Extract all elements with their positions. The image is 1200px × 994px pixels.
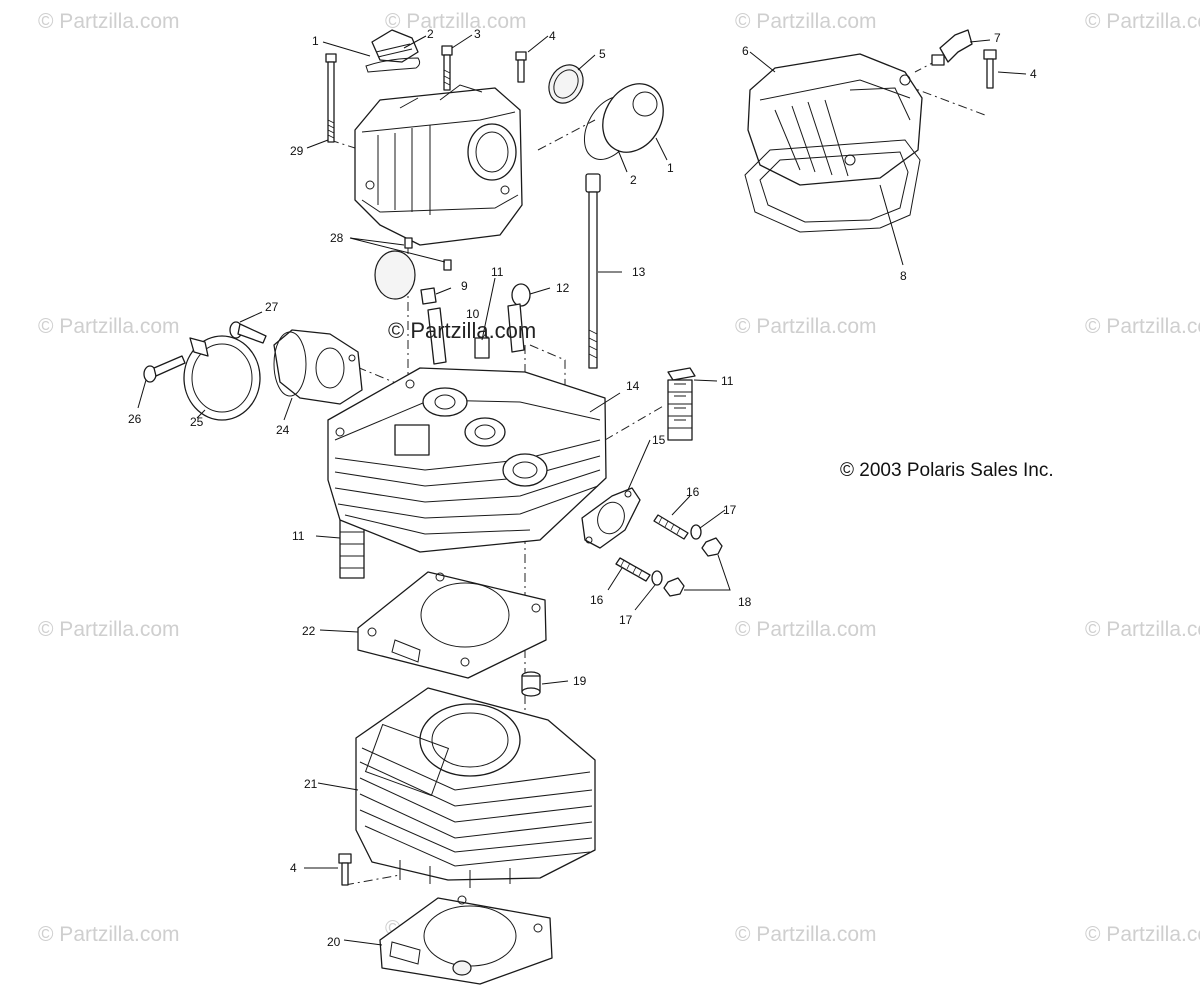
callout-4: 4 [1030,67,1037,81]
seal-9 [420,287,437,305]
exhaust-stud-16-upper [653,514,689,540]
base-gasket-20 [379,895,553,985]
copyright-notice: © 2003 Polaris Sales Inc. [840,460,1054,481]
callout-7: 7 [994,31,1001,45]
callout-15: 15 [652,433,666,447]
clamp-25 [183,335,261,421]
shim-stack-11-right [667,367,696,441]
nut-18-upper [701,537,723,557]
long-bolt-29 [325,53,337,143]
rocker-housing [354,84,523,246]
callout-9: 9 [461,279,468,293]
callout-28: 28 [330,231,344,245]
o-ring-top [365,57,421,73]
callout-27: 27 [265,300,279,314]
callout-20: 20 [327,935,341,949]
watermark-text: © Partzilla.com [735,315,877,338]
valve-cover-6 [747,53,923,186]
callout-13: 13 [632,265,646,279]
watermark-text: © Partzilla.com [38,618,180,641]
watermark-text: © Partzilla.com [1085,618,1200,641]
dowel-pins-28 [404,237,452,271]
callout-22: 22 [302,624,316,638]
cap-5 [548,64,584,104]
callout-14: 14 [626,379,640,393]
screw-26 [143,355,186,383]
head-gasket-22 [357,571,547,679]
leader-lines [137,34,1027,946]
callout-26: 26 [128,412,142,426]
callout-8: 8 [900,269,907,283]
callout-25: 25 [190,415,204,429]
bolt-4-right [983,49,997,89]
watermark-text: © Partzilla.com [38,923,180,946]
bolt-4-bottom [338,853,352,886]
cover-gasket-8 [744,139,921,233]
watermark-text: © Partzilla.com [38,10,180,33]
seal-12 [511,283,531,307]
callout-21: 21 [304,777,318,791]
dowel-19 [521,671,541,697]
valve-guides [427,303,525,365]
callout-5: 5 [599,47,606,61]
watermark-text: © Partzilla.com [735,618,877,641]
callout-16: 16 [590,593,604,607]
watermark-text: © Partzilla.com [385,10,527,33]
callout-3: 3 [474,27,481,41]
nut-18-lower [663,577,685,597]
washer-17-upper [690,524,702,540]
callout-19: 19 [573,674,587,688]
cylinder-21 [355,687,596,888]
callout-10: 10 [466,307,480,321]
intake-boot-24 [273,329,363,405]
callout-17: 17 [619,613,633,627]
cylinder-head-14 [327,367,607,553]
watermark-text: © Partzilla.com [38,315,180,338]
watermark-text: © Partzilla.com [1085,923,1200,946]
watermark-text: © Partzilla.com [735,923,877,946]
bolt-3 [441,45,453,91]
callout-18: 18 [738,595,752,609]
washer-17-lower [651,570,663,586]
callout-24: 24 [276,423,290,437]
callout-1: 1 [667,161,674,175]
callout-17: 17 [723,503,737,517]
callout-2: 2 [630,173,637,187]
callout-16: 16 [686,485,700,499]
callout-29: 29 [290,144,304,158]
valve-cap-right [602,83,664,153]
callout-11: 11 [721,374,734,388]
watermark-text: © Partzilla.com [1085,315,1200,338]
watermark-text: © Partzilla.com [1085,10,1200,33]
callout-1: 1 [312,34,319,48]
callout-11: 11 [292,529,305,543]
breather-fitting-7 [931,29,973,66]
callout-2: 2 [427,27,434,41]
valve-cover-cap-top [371,29,419,63]
callout-labels: 1 2 3 4 5 1 2 29 6 7 4 8 28 9 11 10 12 1… [128,27,1037,949]
bolt-4-top [515,51,527,83]
callout-11: 11 [491,265,504,279]
exhaust-gasket-15 [581,487,641,549]
watermark-text: © Partzilla.com [735,10,877,33]
center-watermark: © Partzilla.com [388,318,536,343]
callout-4: 4 [549,29,556,43]
screw-27 [229,321,267,344]
plug-28 [374,250,416,300]
callout-4: 4 [290,861,297,875]
callout-12: 12 [556,281,570,295]
exhaust-stud-16-lower [615,557,651,582]
callout-6: 6 [742,44,749,58]
long-stud-13 [585,173,601,369]
